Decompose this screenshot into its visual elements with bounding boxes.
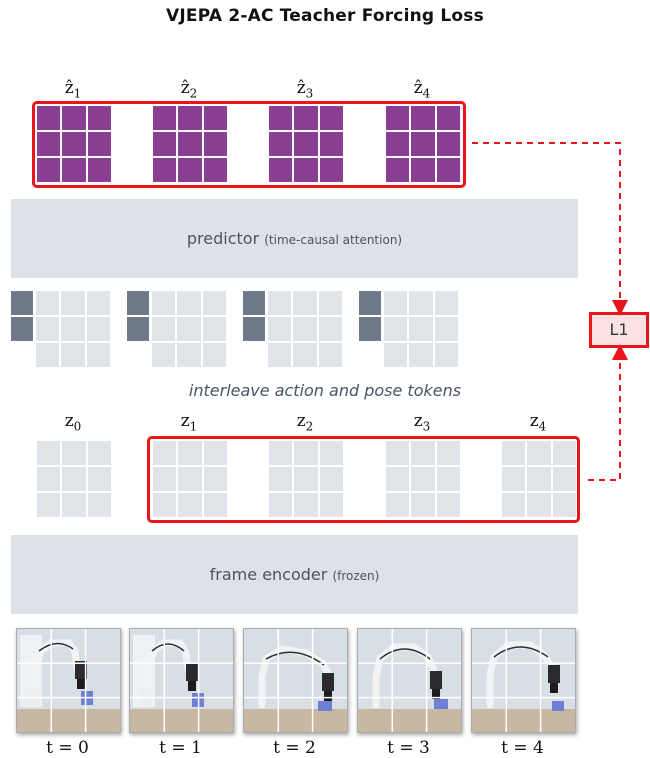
- target-to-loss-arrow: [588, 352, 620, 480]
- predicted-to-loss-arrow: [472, 143, 620, 308]
